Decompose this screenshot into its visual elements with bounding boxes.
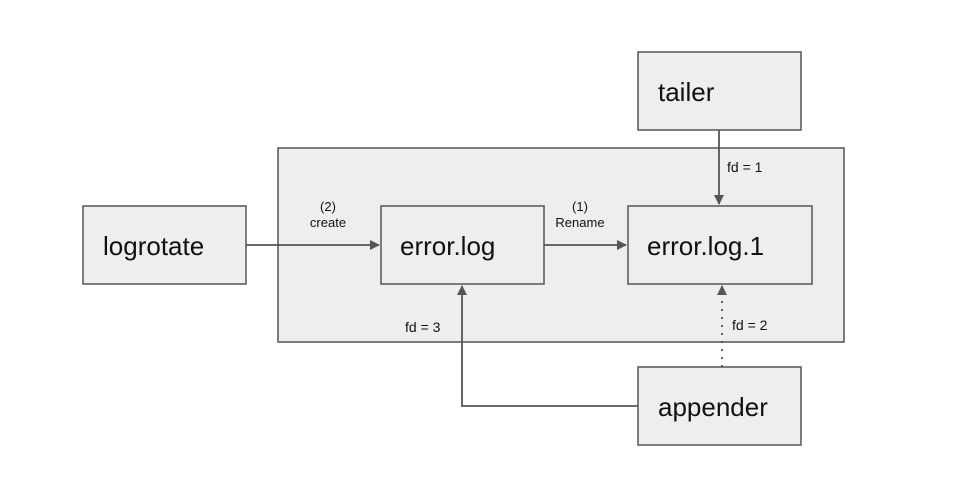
- appender-fd-error-log-1-label: fd = 2: [732, 317, 768, 333]
- create-label: create: [310, 215, 346, 230]
- rename-step-label: (1): [572, 199, 588, 214]
- create-step-label: (2): [320, 199, 336, 214]
- node-appender-label: appender: [658, 392, 768, 422]
- tailer-fd-label: fd = 1: [727, 159, 763, 175]
- appender-fd-error-log-label: fd = 3: [405, 319, 441, 335]
- node-logrotate: logrotate: [82, 205, 247, 285]
- node-error-log-1: error.log.1: [627, 205, 813, 285]
- node-tailer-label: tailer: [658, 77, 715, 107]
- node-appender: appender: [637, 366, 802, 446]
- node-logrotate-label: logrotate: [103, 231, 204, 261]
- edge-appender-to-error-log: [457, 285, 638, 407]
- rename-label: Rename: [555, 215, 604, 230]
- node-error-log-label: error.log: [400, 231, 495, 261]
- node-error-log-1-label: error.log.1: [647, 231, 764, 261]
- node-tailer: tailer: [637, 51, 802, 131]
- node-error-log: error.log: [380, 205, 545, 285]
